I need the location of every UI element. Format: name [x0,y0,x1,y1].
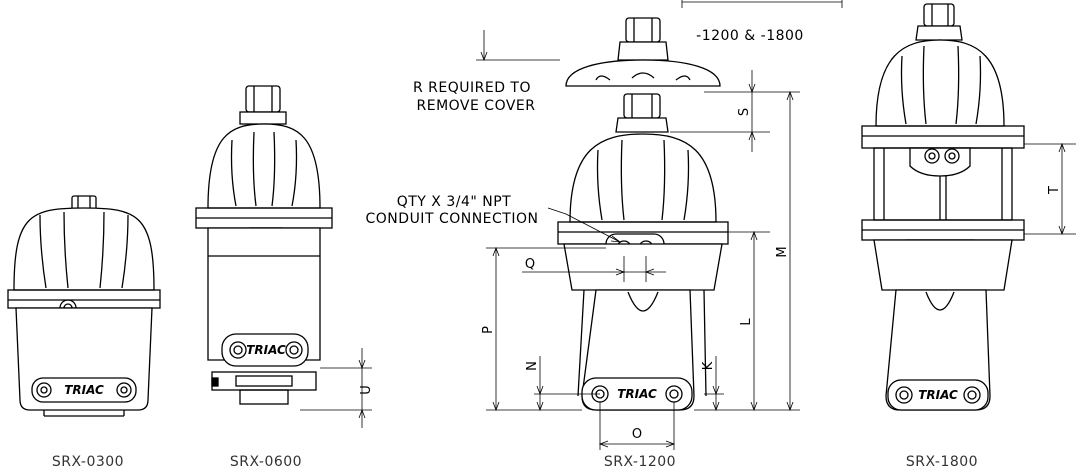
dim-l: L [739,318,754,326]
dim-t: T [1047,186,1062,195]
dim-m: M [775,246,790,257]
caption-srx1200: SRX-1200 [604,454,676,470]
dim-s: S [737,108,752,116]
logo-srx0300: TRIAC [64,383,104,397]
dim-o: O [632,427,642,442]
caption-srx0300: SRX-0300 [52,454,124,470]
caption-srx1800: SRX-1800 [906,454,978,470]
remove-cover-note-line2: REMOVE COVER [417,98,536,114]
remove-cover-note-line1: R REQUIRED TO [413,80,531,96]
conduit-note-line2: CONDUIT CONNECTION [366,211,539,227]
variant-note: -1200 & -1800 [696,28,804,44]
dim-u: U [359,385,374,395]
dim-p: P [481,326,496,334]
actuator-srx0300: TRIAC [7,195,161,417]
conduit-note-line1: QTY X 3/4" NPT [397,194,512,210]
logo-srx1200: TRIAC [617,387,657,401]
actuator-srx1800: TRIAC T [861,3,1076,411]
logo-srx1800: TRIAC [918,388,958,402]
dim-n: N [525,361,540,371]
logo-srx0600: TRIAC [246,343,286,357]
caption-srx0600: SRX-0600 [230,454,302,470]
actuator-srx0600: TRIAC U [195,85,374,428]
actuator-srx1200: TRIAC [476,0,843,450]
dim-q: Q [525,257,535,272]
dim-k: K [701,361,716,370]
